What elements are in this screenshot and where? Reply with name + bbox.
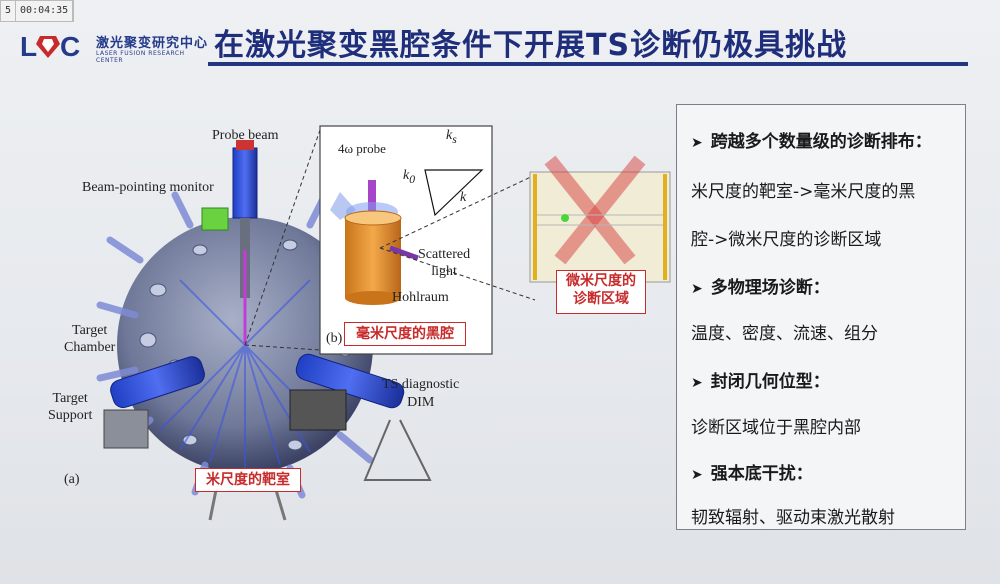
k0-vector-label: k0 (403, 168, 416, 186)
bullet-body-8: 韧致辐射、驱动束激光散射 (691, 508, 895, 528)
arrow-icon: ➤ (691, 135, 703, 151)
lfrc-logo: L C 激光聚变研究中心 LASER FUSION RESEARCH CENTE… (18, 26, 208, 66)
scattered-light-label: Scattered light (418, 247, 471, 279)
panel-a-label: (a) (64, 472, 80, 487)
logo-chinese-name: 激光聚变研究中心 (96, 36, 209, 51)
arrow-icon: ➤ (691, 281, 703, 297)
arrow-icon: ➤ (691, 375, 703, 391)
bullet-body-1: 米尺度的靶室->毫米尺度的黑 (691, 182, 916, 202)
bullet-head-0: ➤跨越多个数量级的诊断排布： (691, 132, 932, 152)
target-chamber-label: Target Chamber (64, 323, 116, 355)
hohlraum-illustration (330, 169, 484, 305)
probe-4w-label: 4ω probe (338, 141, 386, 156)
arrow-icon: ➤ (691, 467, 703, 483)
ts-diagnostic-figure (96, 125, 671, 521)
challenges-textbox: ➤跨越多个数量级的诊断排布： 米尺度的靶室->毫米尺度的黑 腔->微米尺度的诊断… (676, 104, 966, 530)
bullet-head-7: ➤强本底干扰： (691, 464, 813, 484)
bullet-head-5: ➤封闭几何位型： (691, 372, 830, 392)
bullet-head-3: ➤多物理场诊断： (691, 278, 830, 298)
slide-title: 在激光聚变黑腔条件下开展TS诊断仍极具挑战 (214, 28, 848, 63)
micro-scale-box: 微米尺度的 诊断区域 (556, 270, 646, 314)
ks-vector-label: ks (446, 128, 457, 146)
svg-text:L: L (20, 31, 37, 62)
bullet-body-4: 温度、密度、流速、组分 (691, 324, 878, 344)
hohlraum-scale-box: 毫米尺度的黑腔 (344, 322, 466, 346)
logo-english-name: LASER FUSION RESEARCH CENTER (96, 50, 185, 64)
panel-b-label: (b) (326, 331, 343, 346)
bullet-body-6: 诊断区域位于黑腔内部 (691, 418, 861, 438)
ts-diagnostic-dim-label: TS diagnostic DIM (382, 377, 460, 410)
probe-beam-label: Probe beam (212, 128, 279, 143)
hohlraum-label: Hohlraum (392, 290, 449, 305)
title-underline (208, 62, 968, 66)
slide-number: 5 (1, 1, 17, 21)
bullet-body-2: 腔->微米尺度的诊断区域 (691, 230, 882, 250)
svg-text:C: C (60, 31, 80, 62)
micro-region-illustration (533, 155, 667, 280)
target-support-label: Target Support (48, 391, 93, 423)
lfrc-logo-mark: L C (20, 31, 80, 62)
beam-pointing-monitor-label: Beam-pointing monitor (82, 180, 214, 195)
presentation-timer[interactable]: 5 00:04:35 (0, 0, 75, 22)
chamber-scale-box: 米尺度的靶室 (195, 468, 301, 492)
k-vector-label: k (460, 190, 467, 205)
elapsed-time: 00:04:35 (16, 1, 74, 21)
